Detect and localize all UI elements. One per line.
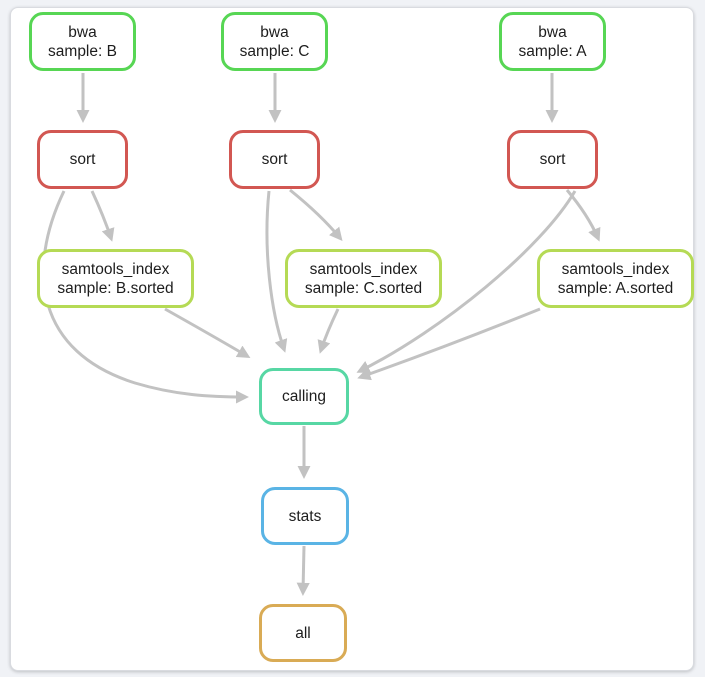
node-sort_C[interactable]: sort bbox=[229, 130, 320, 189]
node-label-line: calling bbox=[282, 388, 326, 405]
node-label-line: all bbox=[295, 624, 311, 642]
node-sort_A[interactable]: sort bbox=[507, 130, 598, 189]
node-label-line: sample: A.sorted bbox=[557, 279, 674, 297]
node-label-line: sample: C bbox=[239, 42, 310, 60]
node-label-line: sample: B bbox=[48, 42, 117, 60]
node-label-line: sample: A bbox=[518, 42, 587, 60]
node-label-line: sort bbox=[261, 151, 288, 168]
node-all[interactable]: all bbox=[259, 604, 347, 662]
node-label-line: samtools_index bbox=[309, 260, 418, 278]
node-label-line: stats bbox=[288, 507, 322, 525]
node-label-line: bwa bbox=[260, 23, 289, 41]
node-label-line: bwa bbox=[68, 23, 97, 41]
node-label-line: sample: C.sorted bbox=[304, 279, 423, 297]
dag-panel bbox=[10, 7, 694, 671]
node-label-line: bwa bbox=[538, 23, 567, 41]
node-label-line: samtools_index bbox=[561, 260, 670, 278]
node-sort_B[interactable]: sort bbox=[37, 130, 128, 189]
node-label-line: sort bbox=[539, 151, 566, 168]
node-stats[interactable]: stats bbox=[261, 487, 349, 545]
node-label-line: samtools_index bbox=[61, 260, 170, 278]
node-calling[interactable]: calling bbox=[259, 368, 349, 425]
node-label-line: sort bbox=[69, 151, 96, 168]
node-label-line: sample: B.sorted bbox=[57, 279, 174, 297]
